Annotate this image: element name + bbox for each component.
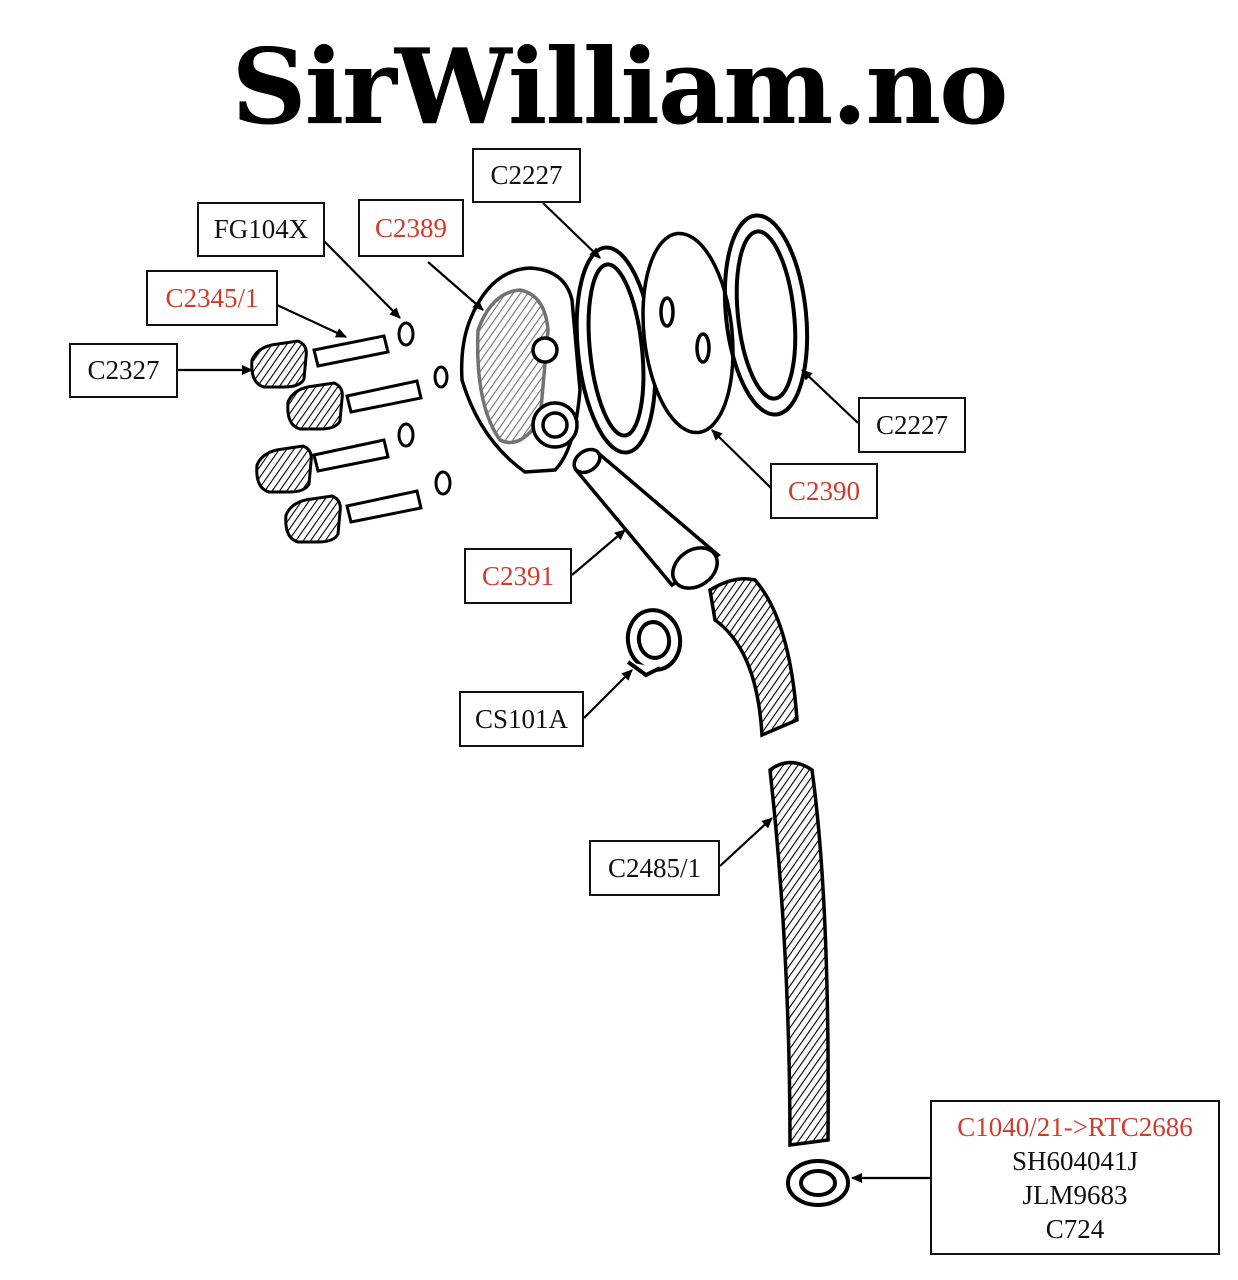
label-clip-alternates[interactable]: C1040/21->RTC2686 SH604041J JLM9683 C724 — [930, 1100, 1220, 1255]
label-sh604041j: SH604041J — [1011, 1145, 1139, 1176]
label-c2227-top[interactable]: C2227 — [472, 148, 581, 203]
label-c2391[interactable]: C2391 — [464, 548, 572, 604]
label-c2389[interactable]: C2389 — [358, 199, 464, 257]
site-logo[interactable]: SirWilliam.no — [231, 25, 1008, 148]
label-c2227-right[interactable]: C2227 — [858, 397, 966, 453]
label-c724: C724 — [1045, 1213, 1105, 1244]
leader-lines — [177, 202, 930, 1183]
washers — [397, 321, 452, 496]
hose-clip-small — [625, 608, 683, 678]
diaphragm — [641, 231, 735, 435]
hose-long — [768, 760, 830, 1147]
gasket-right — [722, 213, 810, 417]
label-c2390[interactable]: C2390 — [770, 463, 878, 519]
label-c2485-1[interactable]: C2485/1 — [589, 840, 720, 896]
label-c2345-1[interactable]: C2345/1 — [146, 270, 278, 326]
tube — [572, 447, 721, 590]
label-c1040-21: C1040/21->RTC2686 — [957, 1111, 1193, 1142]
pump-housing — [459, 266, 582, 474]
studs — [312, 334, 423, 524]
label-cs101a[interactable]: CS101A — [459, 691, 584, 747]
hose-clip-large — [786, 1159, 850, 1207]
hose-bent — [708, 577, 799, 738]
cap-nuts — [250, 339, 344, 544]
label-fg104x[interactable]: FG104X — [197, 202, 325, 257]
label-c2327[interactable]: C2327 — [69, 343, 178, 398]
label-jlm9683: JLM9683 — [1022, 1179, 1128, 1210]
